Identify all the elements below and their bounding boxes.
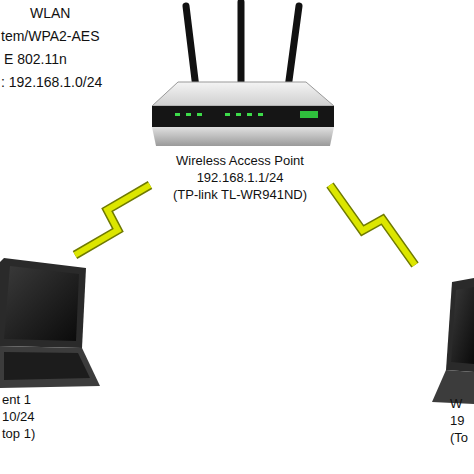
node-label: (TP-link TL-WR941ND) <box>150 186 330 203</box>
network-note: WLAN <box>30 4 70 22</box>
node-label: 192.168.1.1/24 <box>150 169 330 186</box>
laptop-symbol <box>0 258 100 388</box>
network-note: tem/WPA2-AES <box>1 27 100 45</box>
node-label: top 1) <box>2 425 100 442</box>
laptop-symbol <box>432 278 474 404</box>
node-label: W <box>450 395 474 412</box>
node-label: ent 1 <box>2 391 100 408</box>
network-note: : 192.168.1.0/24 <box>1 73 102 91</box>
node-label: 10/24 <box>2 408 100 425</box>
client-node: W19(To <box>415 265 474 448</box>
node-label: 19 <box>450 412 474 429</box>
wireless-link <box>330 185 415 265</box>
wireless-link-outline <box>75 185 150 255</box>
wireless-link <box>75 185 150 255</box>
node-label: Wireless Access Point <box>150 152 330 169</box>
access-point-node: Wireless Access Point192.168.1.1/24(TP-l… <box>150 0 330 205</box>
router-symbol <box>152 2 334 146</box>
node-label: (To <box>450 429 474 446</box>
network-note: E 802.11n <box>4 50 67 68</box>
wireless-link-outline <box>330 185 415 265</box>
client-node: ent 110/24top 1) <box>0 255 100 444</box>
